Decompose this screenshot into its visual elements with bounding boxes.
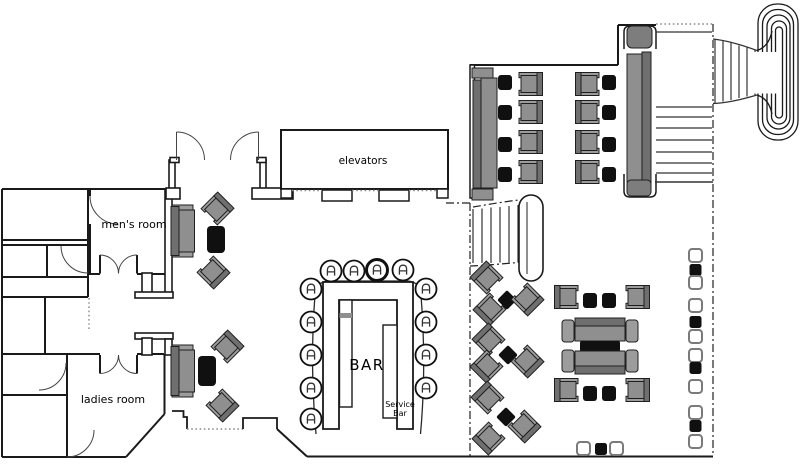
bar-stool (414, 277, 438, 301)
lobby-floor-boundary (172, 410, 713, 458)
banquette-left (471, 67, 498, 201)
bar-area: BAR Service Bar (299, 258, 438, 435)
dining-cluster (470, 380, 542, 456)
dining-cluster (469, 260, 545, 327)
bar-stool (414, 310, 438, 334)
entrance-vestibule (165, 131, 294, 200)
loveseat (170, 344, 195, 398)
bar-stool (299, 310, 323, 334)
sofa-group (561, 317, 639, 375)
elevator-car (378, 189, 410, 202)
armchair (200, 191, 235, 226)
armchair (196, 255, 231, 290)
bar-stool (299, 277, 323, 301)
four-top-lower (554, 378, 650, 402)
bar-stool (299, 376, 323, 400)
diagonal-dining-clusters (469, 260, 545, 456)
elevator-lobby: elevators (280, 129, 449, 202)
armchair (210, 329, 245, 364)
coffee-table (207, 226, 225, 253)
grand-staircase (655, 23, 713, 183)
bar-label: BAR (349, 356, 384, 374)
bar-stool (319, 259, 343, 283)
bar-counter (322, 281, 414, 430)
elevator-car (321, 189, 353, 202)
banquette-right (626, 25, 653, 197)
corridor-wall-pillars (134, 188, 174, 356)
side-stairs (446, 194, 544, 458)
entrance-door-swings (176, 131, 259, 161)
booth-chairs (518, 72, 600, 184)
bottom-table-group (576, 441, 624, 456)
back-bar-counter (338, 299, 353, 408)
service-bar-label-line1: Service (385, 400, 415, 409)
loveseat (170, 204, 195, 258)
bar-stool (414, 343, 438, 367)
bar-stool (342, 259, 366, 283)
lounge-cluster-upper (170, 191, 235, 290)
bar-stool (299, 343, 323, 367)
service-bar-counter (382, 324, 398, 419)
restroom-door-swings (38, 195, 138, 458)
ladies-room-label: ladies room (81, 393, 145, 406)
booth-seating-area (469, 24, 657, 201)
bar-stool (414, 376, 438, 400)
coffee-table (198, 356, 216, 386)
wall-side-tables (688, 248, 703, 449)
long-coffee-table (580, 341, 620, 352)
four-top-upper (554, 285, 650, 309)
bar-stool (391, 258, 415, 282)
stair-newel (518, 194, 544, 282)
mens-room-label: men's room (101, 218, 166, 231)
service-bar-label-line2: Bar (393, 409, 407, 418)
entry-stair-funnel (712, 38, 758, 105)
lounge-cluster-lower (170, 329, 245, 423)
elevators-label: elevators (339, 155, 388, 167)
revolving-door (751, 3, 799, 141)
armchair (205, 388, 240, 423)
dining-cluster (469, 322, 545, 384)
bar-stool (299, 407, 323, 431)
